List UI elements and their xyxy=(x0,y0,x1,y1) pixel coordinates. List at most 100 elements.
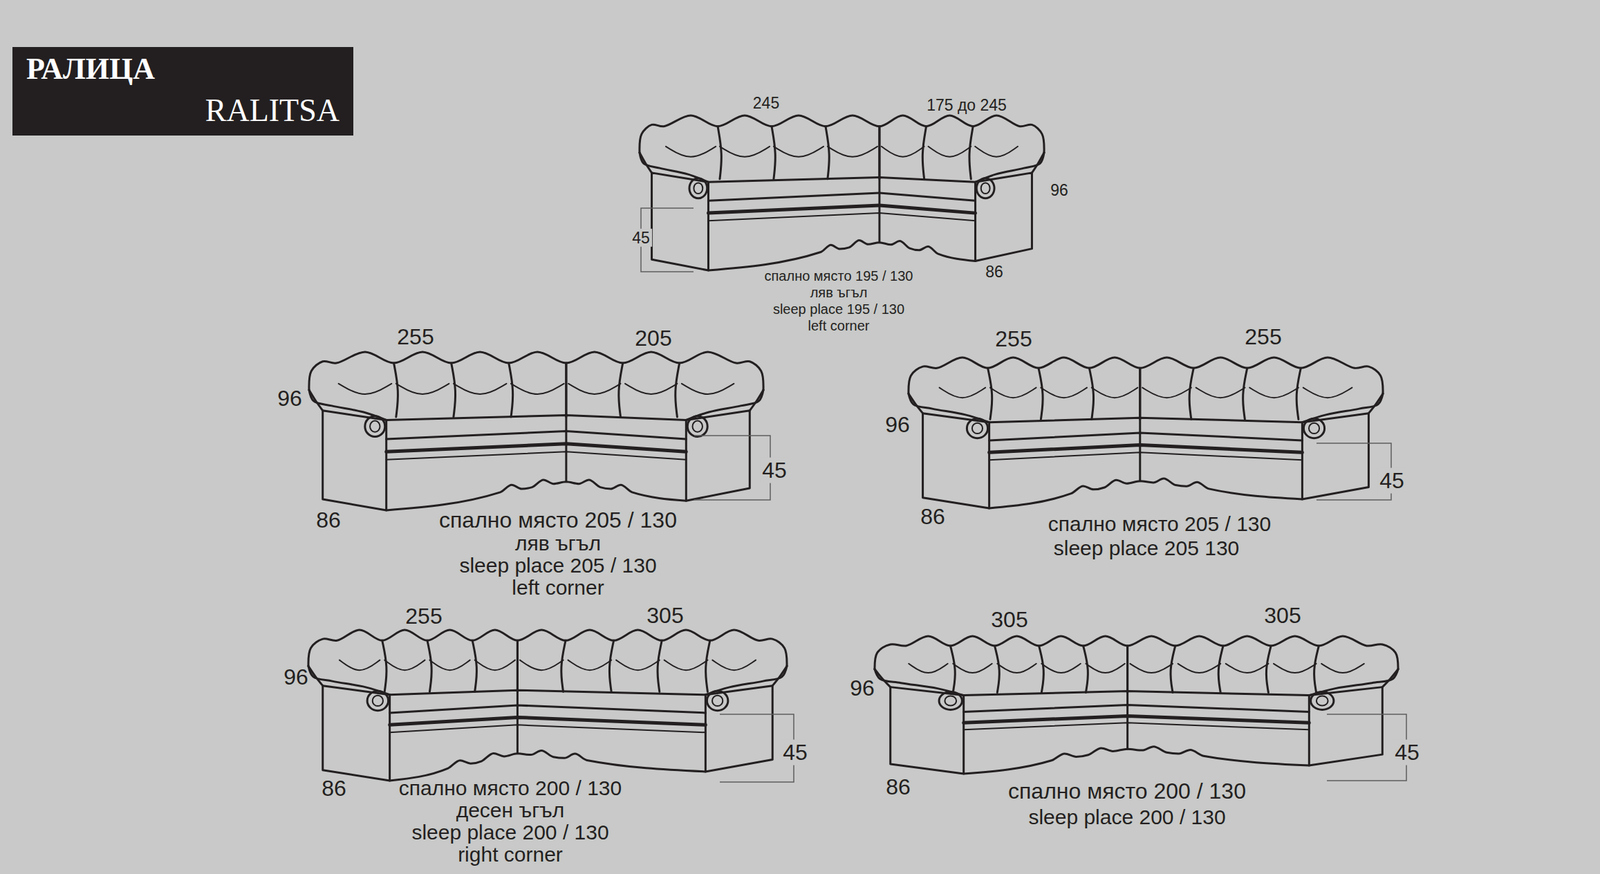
dimension-label: 86 xyxy=(985,262,1004,281)
cushion-seam xyxy=(451,363,456,417)
seat-stripe xyxy=(989,444,1303,453)
cushion-stitch xyxy=(719,146,770,157)
corner-sofa-drawing xyxy=(309,351,764,511)
cushion-stitch xyxy=(625,383,677,395)
seat-stripe xyxy=(389,724,706,733)
cushion-stitch xyxy=(827,146,878,157)
cushion-stitch xyxy=(665,146,716,157)
sleep-place-note: sleep place 205 / 130 xyxy=(459,553,657,579)
left-arm-edge xyxy=(874,669,891,688)
seat-front-edge xyxy=(989,432,1303,441)
corner-seam xyxy=(1138,367,1141,418)
corner-sofa-drawing xyxy=(308,629,787,781)
sleep-place-note: ляв ъгъл xyxy=(515,531,601,556)
cushion-stitch xyxy=(429,660,470,671)
sofa-back-outline xyxy=(639,115,1045,153)
cushion-stitch xyxy=(453,383,507,395)
sofa-back-outline xyxy=(908,357,1383,394)
corner-seam xyxy=(516,690,519,706)
cushion-seam xyxy=(394,363,399,417)
cushion-stitch xyxy=(510,383,565,395)
cushion-stitch xyxy=(1091,387,1139,399)
cushion-seam xyxy=(922,126,926,180)
dimension-label: 45 xyxy=(1392,739,1422,766)
cushion-seam xyxy=(1314,645,1320,693)
cushion-stitch xyxy=(475,660,516,671)
dimension-label: 205 xyxy=(634,325,672,352)
corner-seam xyxy=(1126,645,1129,692)
cushion-stitch xyxy=(1129,663,1173,673)
corner-sofa-drawing xyxy=(908,357,1383,509)
cushion-seam xyxy=(717,126,722,180)
dimension-label: 305 xyxy=(1263,602,1301,629)
corner-seam xyxy=(516,705,519,754)
corner-seam xyxy=(564,363,567,416)
corner-seam xyxy=(1126,691,1129,706)
cushion-stitch xyxy=(952,663,992,673)
dimension-label: 96 xyxy=(849,675,875,702)
left-arm-edge xyxy=(908,393,924,413)
cushion-stitch xyxy=(1225,663,1269,673)
title-latin: RALITSA xyxy=(205,93,340,129)
corner-seam xyxy=(1138,432,1141,482)
sleep-place-note: спално място 195 / 130 xyxy=(764,268,914,285)
cushion-seam xyxy=(1083,645,1089,693)
cushion-stitch xyxy=(567,660,612,671)
cushion-stitch xyxy=(773,146,824,157)
corner-sofa-drawing xyxy=(639,115,1045,271)
dimension-label: 96 xyxy=(885,412,910,438)
seat-front-edge xyxy=(389,705,706,713)
arm-scroll xyxy=(693,182,703,194)
cushion-stitch xyxy=(616,660,660,671)
cushion-seam xyxy=(561,640,566,692)
cushion-seam xyxy=(1243,367,1248,420)
corner-seam xyxy=(1126,705,1129,750)
dimension-label: 305 xyxy=(990,607,1028,633)
cushion-seam xyxy=(1218,645,1224,693)
cushion-stitch xyxy=(384,660,425,671)
cushion-stitch xyxy=(1085,663,1125,673)
cushion-seam xyxy=(878,126,881,180)
right-arm-face xyxy=(1301,413,1369,500)
corner-seam xyxy=(564,431,567,482)
cushion-seam xyxy=(564,363,567,417)
cushion-seam xyxy=(1266,645,1271,693)
dimension-label: 86 xyxy=(885,774,911,800)
corner-seam xyxy=(878,192,881,243)
cushion-seam xyxy=(427,640,432,692)
dimension-label: 255 xyxy=(405,603,442,630)
cushion-seam xyxy=(969,126,973,180)
cushion-seam xyxy=(618,363,623,417)
corner-seam xyxy=(516,640,519,691)
arm-scroll xyxy=(712,695,723,706)
sofa-back-outline xyxy=(309,351,764,390)
cushion-stitch xyxy=(927,146,971,157)
cushion-stitch xyxy=(881,146,925,157)
cushion-stitch xyxy=(396,383,450,395)
seat-stripe xyxy=(963,715,1310,723)
title-box: РАЛИЦАRALITSA xyxy=(12,47,354,136)
sleep-place-note: sleep place 195 / 130 xyxy=(773,301,905,318)
sofa-base-edge xyxy=(708,240,975,271)
corner-sofa-drawing xyxy=(874,636,1399,774)
seat-stripe xyxy=(386,451,687,460)
sleep-place-note: ляв ъгъл xyxy=(810,284,868,301)
right-arm-face xyxy=(705,685,773,772)
cushion-seam xyxy=(1126,645,1129,693)
dimension-label: 255 xyxy=(396,324,434,350)
cushion-stitch xyxy=(519,660,564,671)
dimension-label: 175 до 245 xyxy=(926,96,1007,115)
dimension-label: 255 xyxy=(1244,324,1282,350)
cushion-seam xyxy=(1038,367,1043,420)
arm-scroll xyxy=(706,690,728,711)
sleep-place-note: спално място 205 / 130 xyxy=(439,507,677,534)
sofa-back-outline xyxy=(308,629,787,666)
right-arm-edge xyxy=(749,389,764,411)
cushion-stitch xyxy=(1303,387,1353,399)
cushion-stitch xyxy=(974,146,1018,157)
seat-back-edge xyxy=(989,417,1303,423)
seat-stripe xyxy=(963,722,1310,730)
sleep-place-note: sleep place 200 / 130 xyxy=(411,820,609,845)
corner-seam xyxy=(878,126,881,178)
cushion-stitch xyxy=(1321,663,1365,673)
